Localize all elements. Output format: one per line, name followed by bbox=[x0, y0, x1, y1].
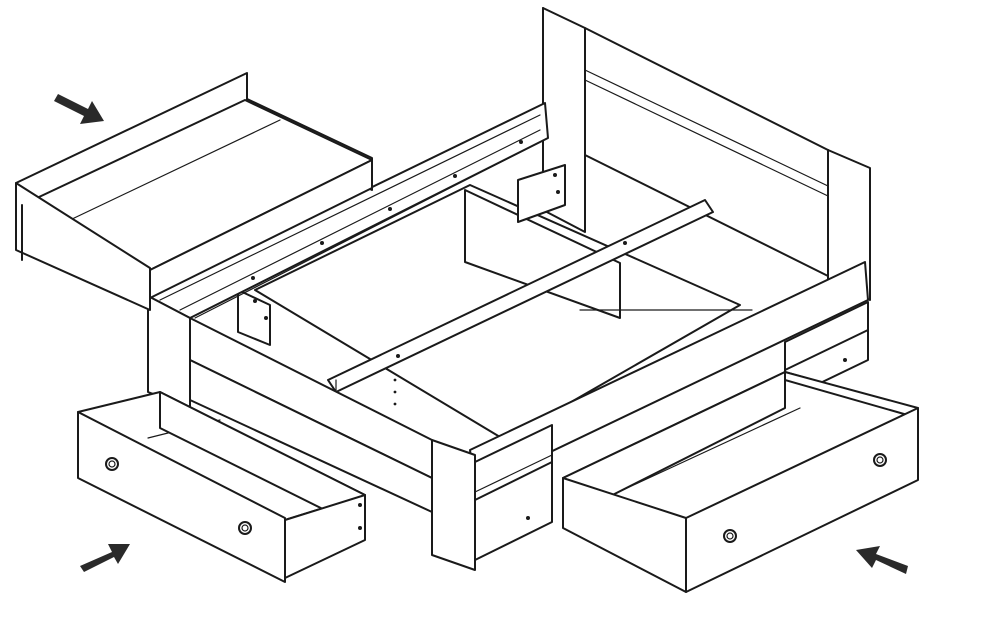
drawer-knob bbox=[873, 453, 887, 467]
drawer-bottom-right bbox=[562, 371, 919, 593]
drawer-knob bbox=[723, 529, 737, 543]
center-divider bbox=[464, 189, 621, 319]
drawer-front-panel bbox=[15, 182, 151, 311]
drawer-front-panel bbox=[685, 407, 919, 593]
drawer-front-panel bbox=[77, 411, 286, 583]
arrow-top-left bbox=[54, 94, 104, 124]
drawer-bottom-left bbox=[77, 391, 366, 583]
arrow-bottom-right bbox=[856, 546, 908, 574]
drawer-top-left bbox=[15, 72, 373, 311]
arrow-bottom-left bbox=[80, 544, 130, 572]
arrow-down-right-icon bbox=[54, 94, 104, 124]
inner-bracket-left bbox=[237, 289, 271, 346]
arrow-down-left-icon bbox=[856, 546, 908, 574]
foot-right-post bbox=[431, 439, 476, 571]
center-beam bbox=[327, 199, 714, 393]
drawer-knob bbox=[105, 457, 119, 471]
inner-bracket-right bbox=[517, 164, 566, 223]
drawer-knob bbox=[238, 521, 252, 535]
arrow-up-right-icon bbox=[80, 544, 130, 572]
storage-shelf-near bbox=[474, 424, 553, 561]
bed-frame bbox=[147, 102, 869, 571]
